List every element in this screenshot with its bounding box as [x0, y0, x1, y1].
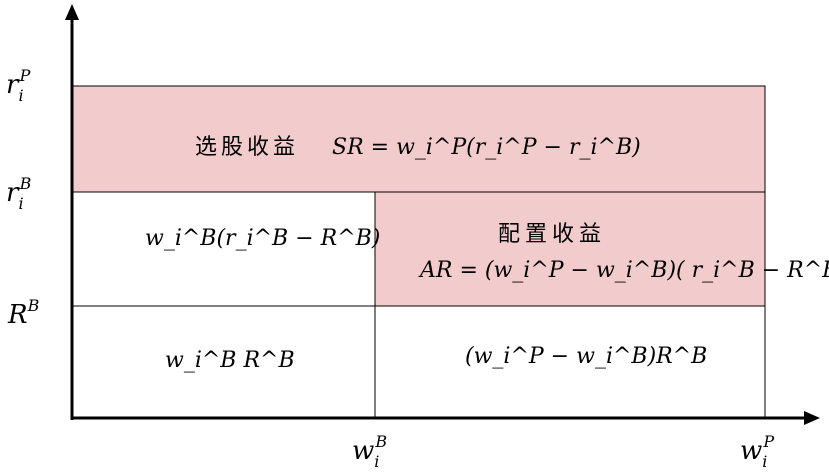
bottom-left-formula: w_i^B R^B	[165, 350, 295, 372]
x-label-wi-p-sub: i	[762, 452, 768, 471]
allocation-return-title-text: 配置收益	[498, 222, 607, 247]
y-label-ri-b-base: r	[6, 178, 19, 208]
bottom-left-formula-text: w_i^B R^B	[165, 348, 295, 373]
allocation-return-region	[374, 191, 766, 307]
x-label-wi-b-sub: i	[374, 452, 380, 471]
y-label-ri-p-sup: P	[19, 66, 31, 85]
allocation-return-formula-text: AR = (w_i^P − w_i^B)( r_i^B − R^B)	[420, 258, 829, 283]
top-left-formula: w_i^B(r_i^B − R^B)	[145, 228, 380, 250]
y-label-ri-p-sub: i	[18, 86, 24, 105]
x-label-wi-b-base: w	[352, 436, 375, 466]
y-label-rb-sup: B	[27, 296, 40, 315]
y-label-ri-p: riP	[6, 68, 30, 104]
selection-return-label: 选股收益 SR = w_i^P(r_i^P − r_i^B)	[195, 136, 641, 159]
allocation-return-formula: AR = (w_i^P − w_i^B)( r_i^B − R^B)	[420, 260, 829, 282]
x-label-wi-p-base: w	[740, 436, 763, 466]
x-axis-arrow	[804, 411, 820, 425]
y-axis-arrow	[65, 4, 79, 20]
bottom-right-formula-text: (w_i^P − w_i^B)R^B	[465, 344, 708, 369]
y-label-rb-base: R	[8, 300, 28, 330]
bottom-right-formula: (w_i^P − w_i^B)R^B	[465, 346, 707, 368]
x-label-wi-b-sup: B	[375, 432, 388, 451]
selection-return-title: 选股收益	[195, 135, 300, 160]
selection-return-formula: SR = w_i^P(r_i^P − r_i^B)	[332, 135, 641, 160]
selection-return-region	[71, 85, 766, 193]
y-label-ri-b-sup: B	[19, 174, 32, 193]
top-left-formula-text: w_i^B(r_i^B − R^B)	[145, 226, 381, 251]
x-label-wi-p-sup: P	[763, 432, 775, 451]
y-label-ri-b-sub: i	[18, 194, 24, 213]
x-label-wi-b: wiB	[352, 434, 387, 470]
y-label-rb: RB	[8, 298, 39, 330]
y-label-ri-p-base: r	[6, 70, 19, 100]
x-label-wi-p: wiP	[740, 434, 774, 470]
y-label-ri-b: riB	[6, 176, 31, 212]
allocation-return-title: 配置收益	[498, 224, 606, 246]
